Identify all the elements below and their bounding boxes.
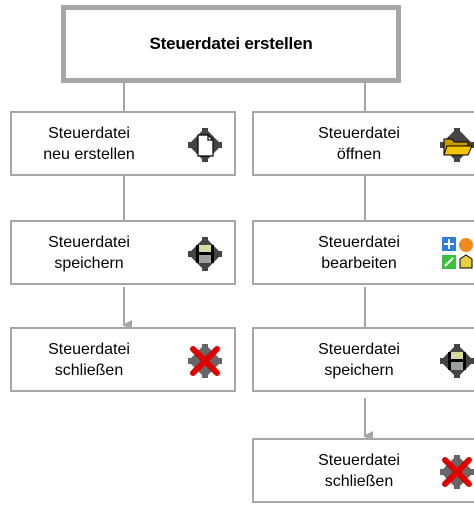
- node-left-new: Steuerdatei neu erstellen: [10, 111, 236, 176]
- node-right-edit: Steuerdatei bearbeiten: [252, 220, 474, 285]
- node-label-line2: speichern: [54, 255, 124, 272]
- node-label: Steuerdatei schließen: [14, 339, 164, 381]
- node-label-line2: neu erstellen: [43, 146, 135, 163]
- node-label: Steuerdatei speichern: [14, 232, 164, 274]
- node-label-line1: Steuerdatei: [318, 452, 400, 469]
- close-icon: [188, 344, 222, 378]
- edit-tools-icon: [442, 237, 473, 269]
- node-label-line1: Steuerdatei: [318, 125, 400, 142]
- new-file-icon: [188, 128, 222, 162]
- node-label: Steuerdatei schließen: [284, 450, 434, 492]
- close-icon: [440, 455, 474, 489]
- node-label: Steuerdatei speichern: [284, 339, 434, 381]
- node-label: Steuerdatei öffnen: [284, 123, 434, 165]
- node-right-open: Steuerdatei öffnen: [252, 111, 474, 176]
- node-right-save: Steuerdatei speichern: [252, 327, 474, 392]
- node-label: Steuerdatei bearbeiten: [284, 232, 434, 274]
- node-label-line2: bearbeiten: [321, 255, 397, 272]
- title-box: Steuerdatei erstellen: [61, 5, 401, 83]
- open-folder-icon: [440, 128, 474, 162]
- node-label-line2: speichern: [324, 362, 394, 379]
- node-left-close: Steuerdatei schließen: [10, 327, 236, 392]
- node-label-line2: schließen: [324, 473, 394, 490]
- node-left-save: Steuerdatei speichern: [10, 220, 236, 285]
- node-label-line1: Steuerdatei: [48, 125, 130, 142]
- node-label-line1: Steuerdatei: [318, 341, 400, 358]
- node-label-line1: Steuerdatei: [318, 234, 400, 251]
- save-icon: [440, 344, 474, 378]
- diagram-title: Steuerdatei erstellen: [149, 34, 313, 53]
- node-label: Steuerdatei neu erstellen: [14, 123, 164, 165]
- node-label-line2: öffnen: [336, 146, 382, 163]
- node-label-line1: Steuerdatei: [48, 341, 130, 358]
- node-label-line1: Steuerdatei: [48, 234, 130, 251]
- node-right-close: Steuerdatei schließen: [252, 438, 474, 503]
- node-label-line2: schließen: [54, 362, 124, 379]
- save-icon: [188, 237, 222, 271]
